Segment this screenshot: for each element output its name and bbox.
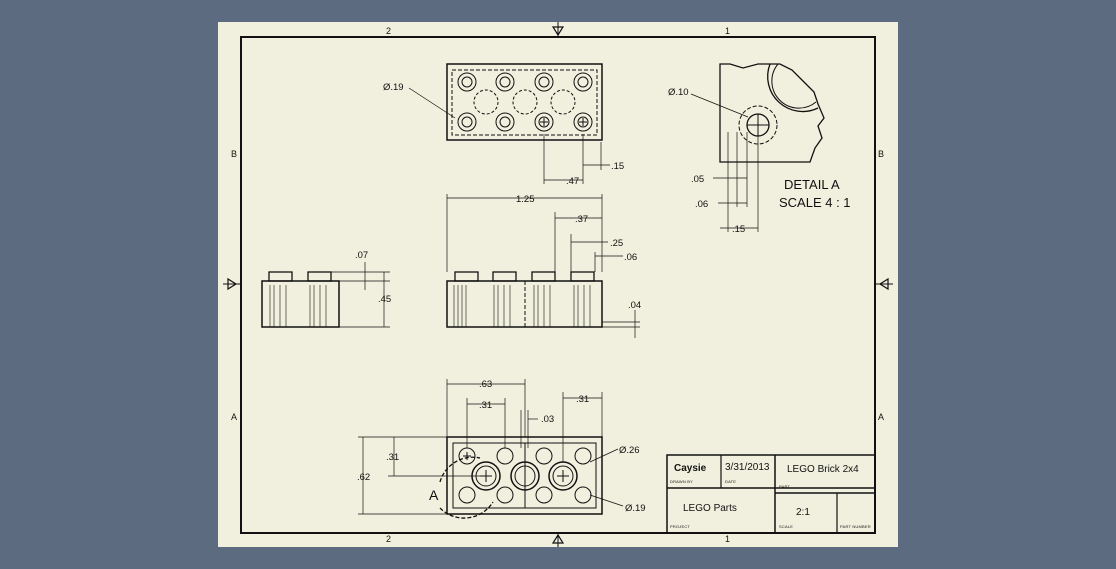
centering-mark-top [551,22,565,37]
bottom-view-tube-dia: Ø.26 [619,445,640,456]
title-block-date: 3/31/2013 [725,462,770,473]
detail-dim-15: .15 [732,224,745,235]
front-view-overall-length: 1.25 [516,194,535,205]
title-block-frame [666,454,876,534]
zone-right-lower: A [878,412,884,422]
centering-mark-left [223,277,241,291]
technical-drawing: 2 1 2 1 B A B A Ø.19 .47 .15 [223,22,893,547]
detail-title: DETAIL A [784,177,840,192]
drawing-sheet: 2 1 2 1 B A B A Ø.19 .47 .15 [218,22,898,547]
front-view-dim-04: .04 [628,300,641,311]
zone-top-left: 2 [386,26,391,36]
detail-view [690,63,825,232]
title-block-part-caption: PART [779,484,791,489]
title-block-drawn-by-caption: DRAWN BY [670,479,694,484]
zone-top-right: 1 [725,26,730,36]
top-view-hole-dia: Ø.19 [383,82,404,93]
centering-mark-right [875,277,893,291]
zone-bottom-right: 1 [725,534,730,544]
zone-left-upper: B [231,149,237,159]
title-block-project: LEGO Parts [683,503,737,514]
side-view-height: .45 [378,294,391,305]
bottom-view-dim-63: .63 [479,379,492,390]
bottom-view-dim-31-vert: .31 [386,452,399,463]
title-block-part-number-caption: PART NUMBER [840,524,871,529]
title-block-part: LEGO Brick 2x4 [787,464,859,475]
bottom-view-dim-03: .03 [541,414,554,425]
detail-scale: SCALE 4 : 1 [779,195,851,210]
zone-right-upper: B [878,149,884,159]
front-view-dim-37: .37 [575,214,588,225]
front-view [446,194,640,338]
side-view-stud-height: .07 [355,250,368,261]
zone-left-lower: A [231,412,237,422]
bottom-view-dim-31-right: .31 [576,394,589,405]
title-block-scale: 2:1 [796,507,810,518]
title-block-date-caption: DATE [725,479,737,484]
front-view-dim-25: .25 [610,238,623,249]
detail-hole-dia: Ø.10 [668,87,689,98]
top-view [408,63,610,184]
title-block-drawn-by: Caysie [674,463,707,474]
side-view [261,262,390,328]
section-label-a: A [429,487,439,503]
bottom-view-dim-31-left: .31 [479,400,492,411]
centering-mark-bottom [551,533,565,547]
zone-bottom-left: 2 [386,534,391,544]
bottom-view-hole-dia: Ø.19 [625,503,646,514]
top-view-dim-15: .15 [611,161,624,172]
inner-border [240,36,876,534]
detail-dim-06: .06 [695,199,708,210]
front-view-dim-06: .06 [624,252,637,263]
top-view-dim-47: .47 [566,176,579,187]
bottom-view [358,379,624,519]
bottom-view-dim-62: .62 [357,472,370,483]
detail-dim-05: .05 [691,174,704,185]
title-block-scale-caption: SCALE [779,524,794,529]
title-block-project-caption: PROJECT [670,524,691,529]
